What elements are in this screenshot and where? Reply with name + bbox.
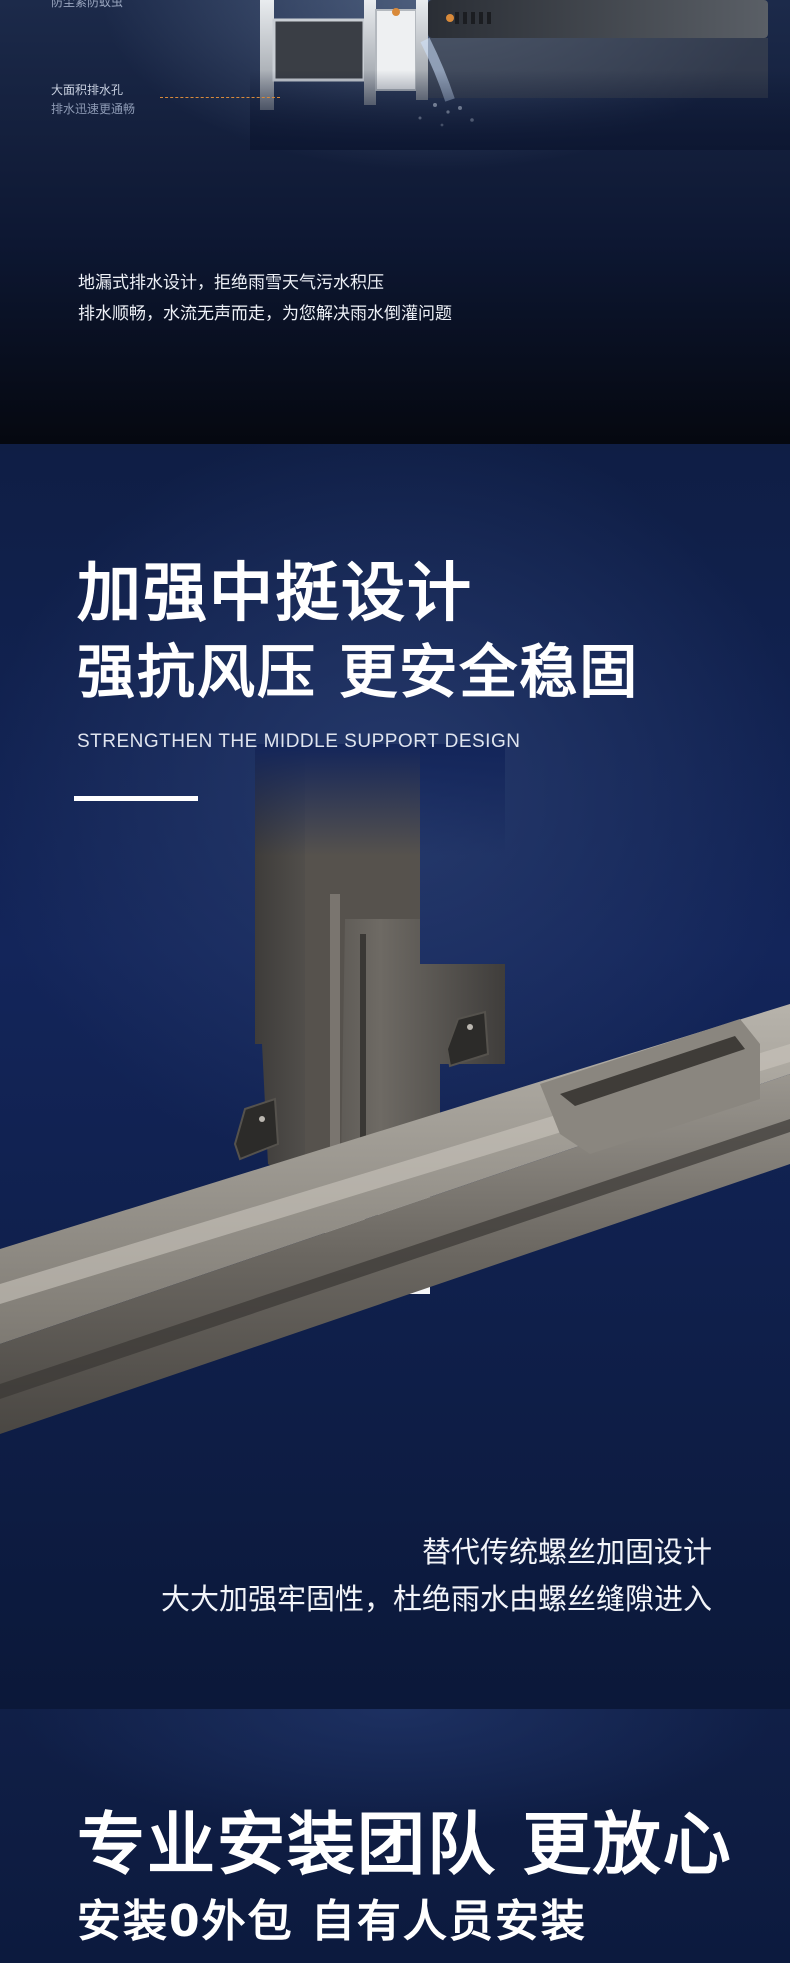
installation-team-section: 专业安装团队 更放心 安装0外包 自有人员安装 [0,1709,790,1963]
drainage-description-line-2: 排水顺畅，水流无声而走，为您解决雨水倒灌问题 [78,304,452,324]
install-title-line-1: 专业安装团队 更放心 [77,1806,733,1885]
drain-hole-sublabel: 排水迅速更通畅 [51,102,136,116]
drain-hole-label: 大面积排水孔 [51,83,124,97]
install-title-line-2: 安装0外包 自有人员安装 [77,1896,587,1947]
annotation-leader-line [160,97,280,98]
title-underline-bar [74,796,198,801]
sliding-track-profile-image [0,744,790,1434]
support-title-line-1: 加强中挺设计 [77,557,473,631]
support-caption-line-1: 替代传统螺丝加固设计 [421,1535,712,1569]
dust-proof-label: 防尘紧防蚊虫 [51,0,124,9]
support-caption-line-2: 大大加强牢固性，杜绝雨水由螺丝缝隙进入 [160,1582,712,1616]
window-frame-profile-image [250,0,790,150]
middle-support-section: 加强中挺设计 强抗风压 更安全稳固 STRENGTHEN THE MIDDLE … [0,444,790,1709]
drainage-section: 防尘紧防蚊虫 大面积排水孔 排水迅速更通畅 地漏式排水设计，拒绝雨雪天气污水积压… [0,0,790,444]
support-title-line-2: 强抗风压 更安全稳固 [77,638,640,706]
drainage-description-line-1: 地漏式排水设计，拒绝雨雪天气污水积压 [78,273,384,293]
support-subtitle-en: STRENGTHEN THE MIDDLE SUPPORT DESIGN [77,731,521,752]
